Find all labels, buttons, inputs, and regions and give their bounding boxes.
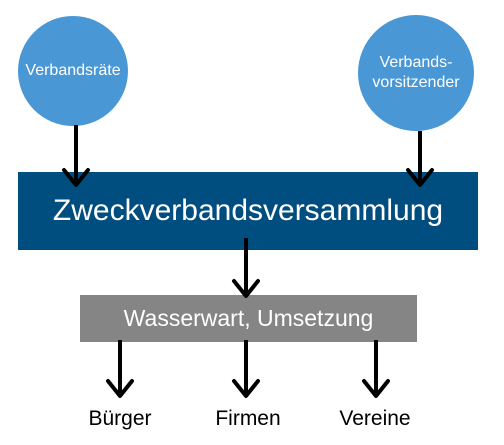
wasserwart-box: Wasserwart, Umsetzung bbox=[80, 295, 417, 342]
verbandsraete-label: Verbandsräte bbox=[25, 62, 121, 79]
target-firmen-label: Firmen bbox=[215, 407, 281, 430]
arrow-wart-to-vereine bbox=[362, 340, 390, 398]
verbandsvorsitzender-label: Verbands- vorsitzender bbox=[372, 54, 460, 91]
arrow-wart-to-firmen bbox=[232, 340, 260, 398]
target-buerger-label: Bürger bbox=[88, 407, 152, 430]
zweckverbandsversammlung-box: Zweckverbandsversammlung bbox=[18, 172, 478, 250]
verbandsvorsitzender-node: Verbands- vorsitzender bbox=[358, 15, 474, 131]
arrow-wart-to-buerger bbox=[106, 340, 134, 398]
zweckverbandsversammlung-label: Zweckverbandsversammlung bbox=[52, 194, 444, 227]
target-firmen: Firmen bbox=[198, 404, 298, 434]
target-vereine-label: Vereine bbox=[339, 407, 411, 430]
target-buerger: Bürger bbox=[70, 404, 170, 434]
verbandsraete-node: Verbandsräte bbox=[18, 16, 128, 126]
wasserwart-label: Wasserwart, Umsetzung bbox=[123, 305, 374, 331]
target-vereine: Vereine bbox=[325, 404, 425, 434]
